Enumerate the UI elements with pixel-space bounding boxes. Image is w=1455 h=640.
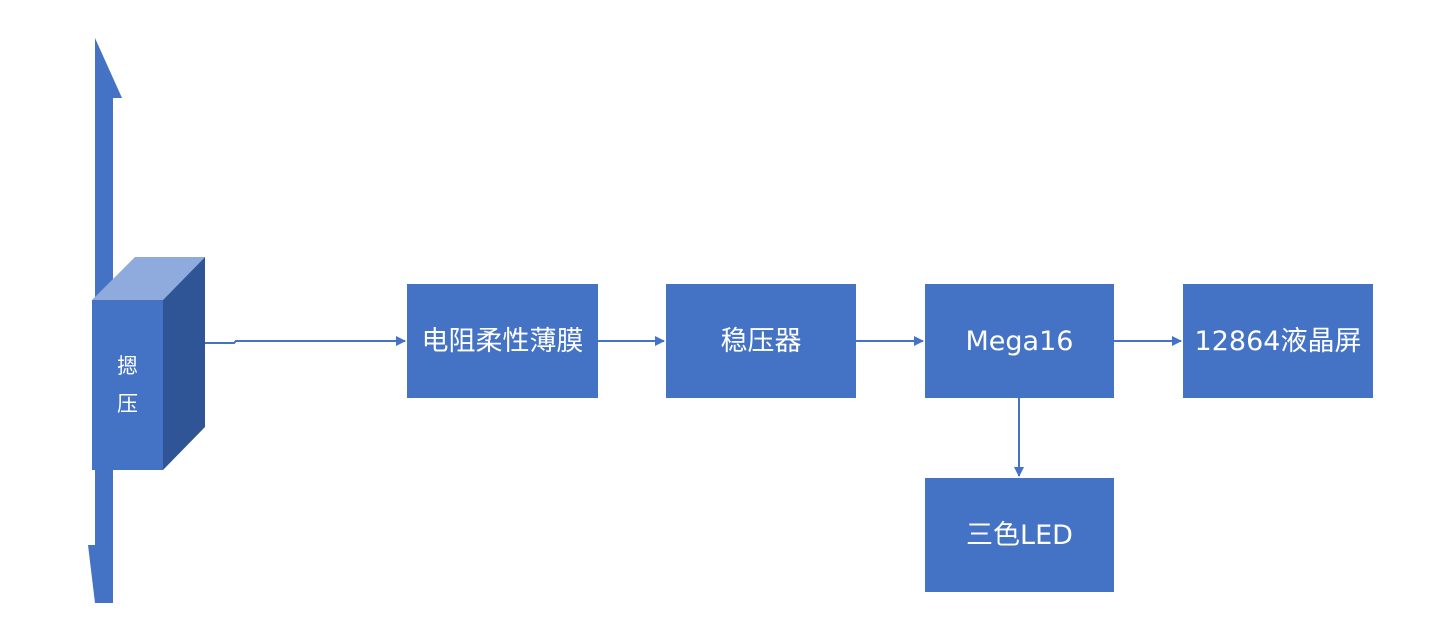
press-block-label: 摁压 [117, 354, 138, 416]
node-membrane-label: 电阻柔性薄膜 [421, 325, 584, 357]
press-block [92, 257, 205, 470]
double-vertical-arrow-icon [88, 38, 122, 603]
node-led-label: 三色LED [966, 519, 1073, 551]
connectors [205, 336, 1182, 477]
press-block-front-face [92, 300, 163, 470]
node-lcd-label: 12864液晶屏 [1194, 325, 1362, 357]
press-arrow-down [88, 470, 113, 603]
edge-press-to-membrane [205, 336, 406, 346]
press-block-top-face [92, 257, 205, 300]
node-mcu-label: Mega16 [965, 325, 1074, 357]
node-regulator-label: 稳压器 [720, 325, 802, 357]
press-arrow-up [95, 38, 122, 300]
node-lcd: 12864液晶屏 [1183, 284, 1373, 398]
press-block-label-area: 摁压 [92, 300, 163, 470]
node-regulator: 稳压器 [666, 284, 856, 398]
node-mcu: Mega16 [925, 284, 1114, 398]
node-led: 三色LED [925, 478, 1114, 592]
press-block-side-face [163, 257, 205, 470]
node-membrane: 电阻柔性薄膜 [407, 284, 598, 398]
